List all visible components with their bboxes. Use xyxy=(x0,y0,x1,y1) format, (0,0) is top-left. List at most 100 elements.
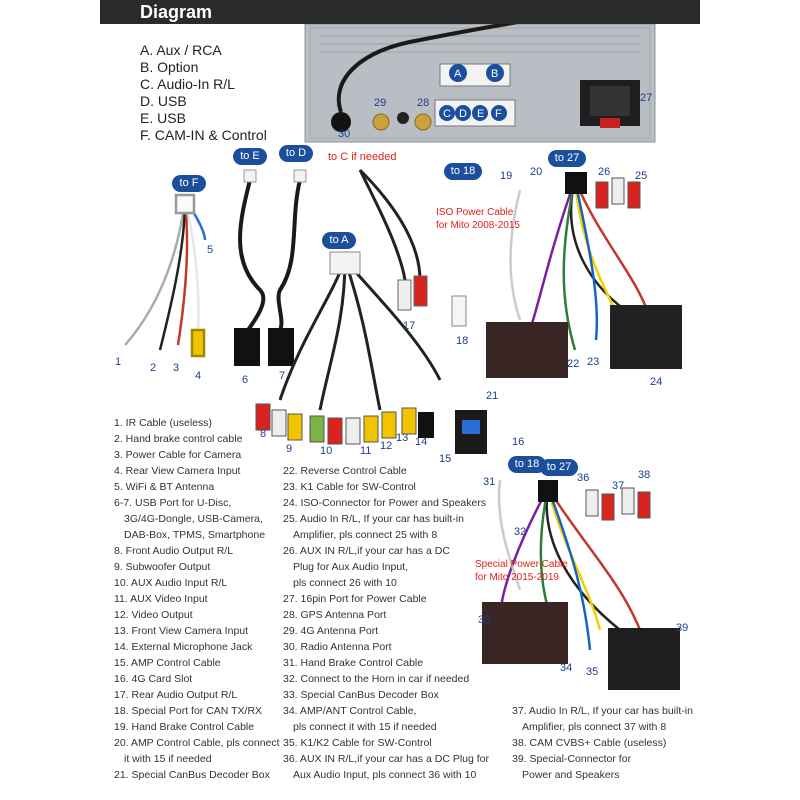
list-item: Power and Speakers xyxy=(522,769,620,781)
callout-11: 11 xyxy=(360,445,372,457)
list-item: 4. Rear View Camera Input xyxy=(114,465,241,477)
list-item: 6-7. USB Port for U-Disc, xyxy=(114,497,232,509)
list-item: 37. Audio In R/L, If your car has built-… xyxy=(512,705,693,717)
callout-31: 31 xyxy=(483,476,496,488)
callout-7: 7 xyxy=(279,370,286,382)
port-label-a: A xyxy=(454,68,462,80)
callout-1: 1 xyxy=(115,356,122,368)
callout-3: 3 xyxy=(173,362,180,374)
rca-harness xyxy=(255,251,487,454)
list-item: 21. Special CanBus Decoder Box xyxy=(114,769,270,781)
header-bar: Diagram xyxy=(100,0,700,24)
port-label-d: D xyxy=(459,108,467,120)
unit-port-markers xyxy=(439,64,507,121)
page-title: Diagram xyxy=(140,2,213,22)
list-item: 35. K1/K2 Cable for SW-Control xyxy=(283,737,432,749)
list-item: 25. Audio In R/L, If your car has built-… xyxy=(283,513,464,525)
list-item: Aux Audio Input, pls connect 36 with 10 xyxy=(293,769,477,781)
legend-item: B. Option xyxy=(140,59,199,75)
callout-4: 4 xyxy=(195,370,202,382)
list-item: 24. ISO-Connector for Power and Speakers xyxy=(283,497,487,509)
list-item: 13. Front View Camera Input xyxy=(114,625,249,637)
list-item: 16. 4G Card Slot xyxy=(114,673,193,685)
list-item: Plug for Aux Audio Input, xyxy=(293,561,408,573)
list-item: 28. GPS Antenna Port xyxy=(283,609,387,621)
annotation-iso-cable-years: for Mito 2008-2015 xyxy=(436,220,520,231)
usb-cables xyxy=(234,169,307,366)
callout-20: 20 xyxy=(530,166,543,178)
callout-19: 19 xyxy=(500,170,513,182)
badge-to-a: to A xyxy=(322,232,356,249)
list-item: it with 15 if needed xyxy=(124,753,212,765)
port-label-f: F xyxy=(495,108,502,120)
badge-to-18-lower: to 18 xyxy=(508,456,546,473)
callout-6: 6 xyxy=(242,374,249,386)
list-item: DAB-Box, TPMS, Smartphone xyxy=(124,529,266,541)
port-label-b: B xyxy=(491,68,499,80)
port-label-30: 30 xyxy=(338,128,351,140)
list-item: 19. Hand Brake Control Cable xyxy=(114,721,255,733)
callout-5: 5 xyxy=(207,244,214,256)
port-label-29: 29 xyxy=(374,97,387,109)
list-item: Amplifier, pls connect 25 with 8 xyxy=(293,529,438,541)
list-item: 2. Hand brake control cable xyxy=(114,433,243,445)
callout-39: 39 xyxy=(676,622,689,634)
list-item: 5. WiFi & BT Antenna xyxy=(114,481,215,493)
badge-to-18: to 18 xyxy=(444,163,482,180)
list-item: 31. Hand Brake Control Cable xyxy=(283,657,424,669)
callout-15: 15 xyxy=(439,453,452,465)
callout-25: 25 xyxy=(635,170,648,182)
list-item: 12. Video Output xyxy=(114,609,193,621)
callout-33: 33 xyxy=(478,614,491,626)
list-item: 27. 16pin Port for Power Cable xyxy=(283,593,427,605)
callout-8: 8 xyxy=(260,428,267,440)
list-item: 9. Subwoofer Output xyxy=(114,561,211,573)
callout-14: 14 xyxy=(415,436,428,448)
callout-35: 35 xyxy=(586,666,599,678)
list-item: 33. Special CanBus Decoder Box xyxy=(283,689,439,701)
list-item: 20. AMP Control Cable, pls connect xyxy=(114,737,280,749)
list-item: 18. Special Port for CAN TX/RX xyxy=(114,705,263,717)
list-item: Amplifier, pls connect 37 with 8 xyxy=(522,721,667,733)
callout-18: 18 xyxy=(456,335,469,347)
callout-24: 24 xyxy=(650,376,663,388)
list-item: 22. Reverse Control Cable xyxy=(283,465,407,477)
list-item: 39. Special-Connector for xyxy=(512,753,632,765)
badge-to-d: to D xyxy=(279,145,313,162)
annotation-special-cable-years: for Mito 2015-2019 xyxy=(475,572,559,583)
annotation-iso-cable: ISO Power Cable xyxy=(436,207,514,218)
callout-17: 17 xyxy=(403,320,416,332)
callout-21: 21 xyxy=(486,390,499,402)
legend-item: D. USB xyxy=(140,93,187,109)
rear-audio-harness xyxy=(358,168,467,327)
badge-to-27-lower: to 27 xyxy=(540,459,578,476)
camera-control-harness xyxy=(124,193,207,358)
list-item: 15. AMP Control Cable xyxy=(114,657,221,669)
port-label-e: E xyxy=(477,108,485,120)
list-item: 29. 4G Antenna Port xyxy=(283,625,379,637)
callout-37: 37 xyxy=(612,480,625,492)
special-power-harness xyxy=(482,479,680,690)
list-item: 10. AUX Audio Input R/L xyxy=(114,577,228,589)
callout-34: 34 xyxy=(560,662,573,674)
port-label-28: 28 xyxy=(417,97,430,109)
list-item: pls connect 26 with 10 xyxy=(293,577,397,589)
callout-38: 38 xyxy=(638,469,651,481)
callout-13: 13 xyxy=(396,432,409,444)
legend-item: F. CAM-IN & Control xyxy=(140,127,267,143)
badge-to-e: to E xyxy=(233,148,267,165)
callout-2: 2 xyxy=(150,362,157,374)
list-item: 34. AMP/ANT Control Cable, xyxy=(283,705,417,717)
list-item: 17. Rear Audio Output R/L xyxy=(114,689,238,701)
list-item: pls connect it with 15 if needed xyxy=(293,721,437,733)
legend-item: C. Audio-In R/L xyxy=(140,76,235,92)
list-item: 36. AUX IN R/L,if your car has a DC Plug… xyxy=(283,753,490,765)
description-list-1: 1. IR Cable (useless)2. Hand brake contr… xyxy=(114,415,280,783)
annotation-to-c: to C if needed xyxy=(328,151,397,163)
head-unit-back xyxy=(304,18,656,143)
list-item: 23. K1 Cable for SW-Control xyxy=(283,481,416,493)
callout-23: 23 xyxy=(587,356,600,368)
callout-12: 12 xyxy=(380,440,393,452)
list-item: 26. AUX IN R/L,if your car has a DC xyxy=(283,545,450,557)
